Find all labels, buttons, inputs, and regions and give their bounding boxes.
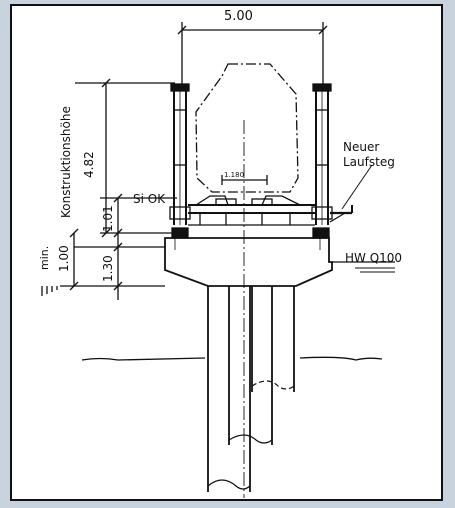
tick: [177, 25, 187, 35]
construction-height-label: Konstruktionshöhe: [59, 106, 73, 218]
tick: [69, 281, 79, 291]
dim-101-label: 1.01: [101, 205, 115, 232]
tick: [113, 193, 123, 203]
walkway-label-line1: Neuer: [343, 140, 379, 154]
right-truss-post: [311, 83, 333, 239]
walkway-label-line2: Laufsteg: [343, 155, 395, 169]
tick: [113, 281, 123, 291]
walkway-bracket: [329, 164, 373, 223]
clearance-profile: [195, 63, 299, 193]
height-total-label: 4.82: [82, 151, 96, 178]
dim-130-label: 1.30: [101, 255, 115, 282]
width-label: 5.00: [224, 9, 253, 24]
tick: [101, 78, 111, 88]
tick: [69, 228, 79, 238]
gauge-label: 1.180: [224, 171, 244, 179]
dim-100-label: 1.00: [57, 245, 71, 272]
tick: [113, 242, 123, 252]
drawing-frame: [10, 4, 443, 501]
ground-hatch: [41, 286, 58, 296]
si-ok-label: Si OK: [133, 192, 166, 206]
hw-label: HW Q100: [345, 251, 402, 265]
pile-left: [228, 286, 273, 445]
pile-right: [251, 286, 295, 392]
river-bed-line: [81, 356, 383, 361]
left-truss-post: [169, 83, 191, 239]
pile-front: [207, 286, 251, 492]
pier-cap: [164, 237, 333, 287]
bridge-deck: [188, 195, 315, 226]
tick: [318, 25, 328, 35]
tick: [113, 228, 123, 238]
min-label: min.: [38, 246, 51, 270]
tick: [101, 228, 111, 238]
